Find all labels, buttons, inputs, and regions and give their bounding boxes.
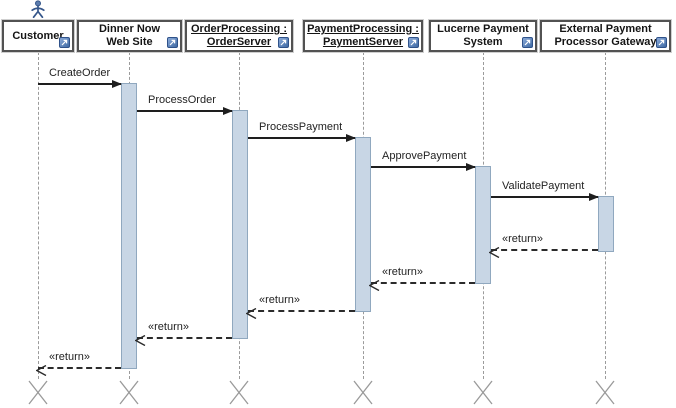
message-label: ApprovePayment	[382, 150, 467, 162]
message-line	[38, 367, 121, 369]
message-line	[38, 83, 121, 85]
arrowhead-icon	[589, 193, 599, 201]
open-arrowhead-icon	[134, 333, 146, 347]
participant-box-order-processing[interactable]: OrderProcessing : OrderServer	[185, 20, 293, 52]
message-label: «return»	[148, 321, 189, 333]
participant-name: Processor Gateway	[554, 36, 657, 48]
participant-box-lucerne[interactable]: Lucerne Payment System	[429, 20, 537, 52]
navigate-icon[interactable]	[408, 37, 419, 48]
lifeline-customer	[38, 52, 39, 379]
participant-name: Dinner Now	[98, 23, 161, 35]
navigate-icon[interactable]	[522, 37, 533, 48]
activation-bar-dinner-now	[121, 83, 137, 369]
navigate-icon[interactable]	[656, 37, 667, 48]
participant-name: Web Site	[106, 36, 153, 48]
message-label: CreateOrder	[49, 67, 111, 79]
participant-box-customer[interactable]: Customer	[2, 20, 74, 52]
destruction-x-icon	[594, 379, 616, 406]
navigate-icon[interactable]	[278, 37, 289, 48]
message-line	[491, 196, 598, 198]
message-label: «return»	[259, 294, 300, 306]
activation-bar-order-processing	[232, 110, 248, 339]
message-label: ValidatePayment	[502, 180, 585, 192]
destruction-x-icon	[118, 379, 140, 406]
arrowhead-icon	[223, 107, 233, 115]
participant-name: Customer	[12, 29, 64, 42]
open-arrowhead-icon	[368, 278, 380, 292]
arrowhead-icon	[466, 163, 476, 171]
activation-bar-payment-processing	[355, 137, 371, 312]
participant-name: External Payment	[559, 23, 652, 35]
participant-name: System	[463, 36, 503, 48]
navigate-icon[interactable]	[59, 37, 70, 48]
activation-bar-lucerne	[475, 166, 491, 284]
navigate-icon[interactable]	[167, 37, 178, 48]
open-arrowhead-icon	[488, 245, 500, 259]
message-line	[371, 282, 475, 284]
message-label: «return»	[382, 266, 423, 278]
message-line	[137, 337, 232, 339]
message-label: «return»	[502, 233, 543, 245]
participant-name: OrderProcessing :	[191, 23, 287, 35]
arrowhead-icon	[346, 134, 356, 142]
destruction-x-icon	[352, 379, 374, 406]
participant-box-external-gateway[interactable]: External Payment Processor Gateway	[540, 20, 671, 52]
message-line	[248, 137, 355, 139]
participant-box-payment-processing[interactable]: PaymentProcessing : PaymentServer	[303, 20, 423, 52]
participant-box-dinner-now[interactable]: Dinner Now Web Site	[77, 20, 182, 52]
message-label: «return»	[49, 351, 90, 363]
message-line	[248, 310, 355, 312]
participant-name: PaymentProcessing :	[307, 23, 419, 35]
open-arrowhead-icon	[245, 306, 257, 320]
arrowhead-icon	[112, 80, 122, 88]
destruction-x-icon	[228, 379, 250, 406]
destruction-x-icon	[27, 379, 49, 406]
message-line	[137, 110, 232, 112]
actor-icon	[29, 0, 47, 19]
destruction-x-icon	[472, 379, 494, 406]
participant-name: OrderServer	[206, 36, 272, 48]
open-arrowhead-icon	[35, 363, 47, 377]
message-label: ProcessOrder	[148, 94, 216, 106]
activation-bar-external-gateway	[598, 196, 614, 252]
message-label: ProcessPayment	[259, 121, 343, 133]
participant-name: PaymentServer	[322, 36, 404, 48]
participant-name: Lucerne Payment	[437, 23, 529, 35]
message-line	[371, 166, 475, 168]
message-line	[491, 249, 598, 251]
